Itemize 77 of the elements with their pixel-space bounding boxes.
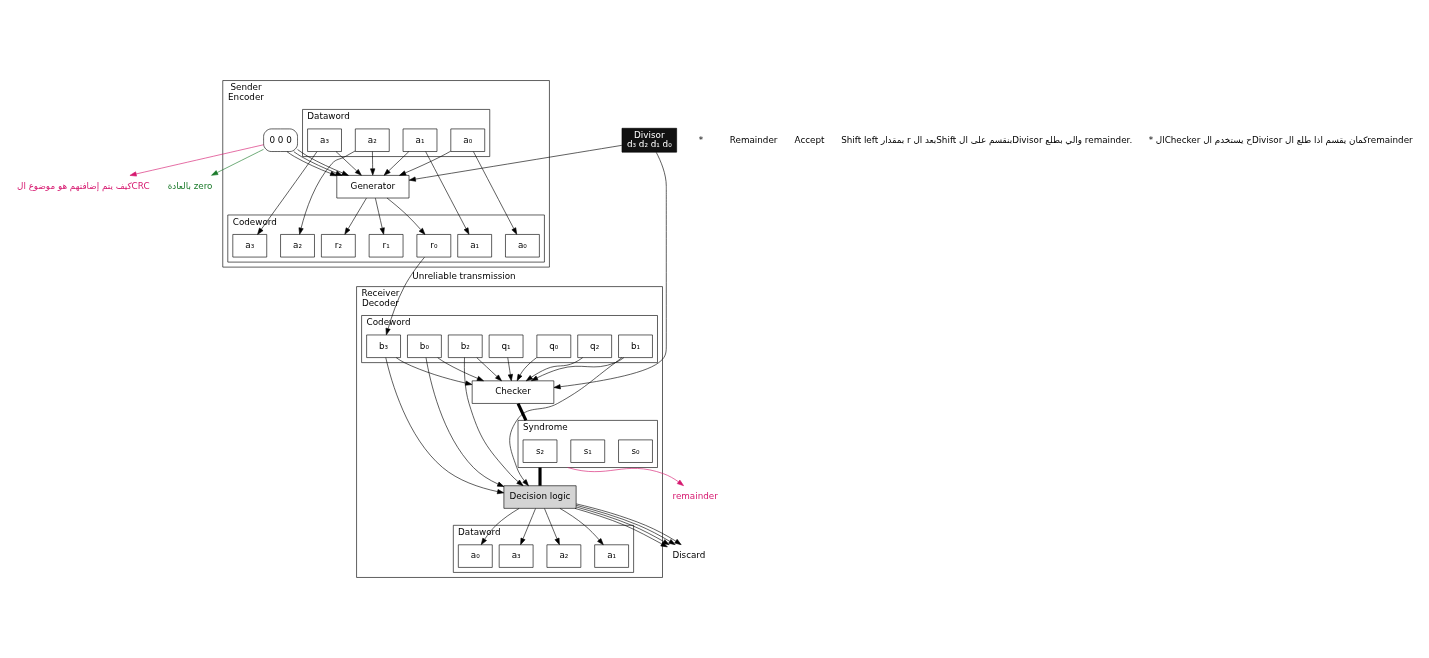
arrow (509, 357, 623, 487)
node-box: b₁ (618, 334, 653, 358)
arrow (544, 508, 560, 545)
node-text: بالعادة zero (167, 181, 213, 192)
arrow (257, 151, 318, 235)
node-box: r₁ (368, 234, 404, 258)
arrow (383, 151, 410, 176)
arrow (211, 149, 264, 176)
arrow (476, 357, 502, 382)
node-box: r₂ (321, 234, 356, 258)
connector (538, 467, 542, 486)
arrow (473, 151, 518, 235)
arrow (408, 145, 623, 182)
node-text: كيف يتم إضافتهم هو موضوع الCRC (17, 181, 150, 192)
node-box: b₀ (407, 334, 442, 358)
node-text: Discard (672, 550, 706, 561)
arrow (370, 151, 376, 176)
node-box: b₂ (447, 334, 483, 358)
arrow (129, 144, 264, 177)
node-box: a₀ (505, 234, 540, 258)
node-box: r₀ (416, 234, 452, 258)
arrow (386, 197, 426, 235)
label: * الChecker ح يستخدم الDivisor كمان يقسم اذا طلع الremainder (1148, 134, 1413, 145)
arrow (520, 508, 536, 545)
arrow (425, 151, 470, 235)
node-box: a₀ (458, 544, 493, 568)
arrow (385, 256, 425, 336)
edge-label: Unreliable transmission (412, 271, 516, 282)
label: Shift left بمقدار r بعد الShift بنقسم على الDivisor والي بطلع remainder. (841, 134, 1133, 145)
label: Remainder (729, 134, 778, 145)
node-box: s₂ (522, 439, 558, 463)
node-box: Divisor d₃ d₂ d₁ d₀ (621, 127, 677, 153)
node-box: a₁ (402, 128, 438, 152)
node-box: a₁ (594, 544, 629, 568)
arrow (507, 357, 513, 382)
arrow (375, 197, 385, 235)
arrow (531, 357, 625, 382)
arrow (286, 151, 337, 177)
node-box: Checker (471, 380, 555, 404)
node-box: q₀ (536, 334, 572, 358)
node-box: a₀ (450, 128, 486, 152)
connector (516, 402, 528, 422)
node-box: a₁ (457, 234, 492, 258)
arrow (464, 357, 524, 486)
node-box: q₂ (577, 334, 612, 358)
node-text: remainder (672, 491, 718, 502)
label: Accept (794, 134, 825, 145)
node-box: q₁ (488, 334, 524, 358)
node-box: a₃ (232, 234, 268, 258)
arrow (480, 508, 520, 545)
arrow (344, 197, 367, 235)
node-box: Generator (336, 175, 410, 199)
arrow (525, 357, 583, 382)
arrow (425, 357, 505, 487)
arrow (559, 508, 604, 546)
arrow (298, 150, 356, 235)
node-box: s₁ (570, 439, 606, 463)
arrow (437, 357, 484, 382)
node-box: s₀ (618, 439, 653, 463)
node-box: b₃ (366, 334, 401, 358)
arrow (567, 467, 684, 486)
node-box: a₃ (307, 128, 342, 152)
node-box: a₃ (498, 544, 534, 568)
node-box: Decision logic (503, 485, 577, 509)
arrow (335, 151, 362, 176)
arrow (297, 149, 349, 176)
arrow (395, 357, 473, 386)
arrow (399, 150, 452, 176)
arrow (516, 357, 538, 382)
arrow (553, 152, 667, 390)
node-box: a₂ (280, 234, 315, 258)
arrow (293, 151, 343, 176)
node-box: a₂ (546, 544, 582, 568)
node-box: 0 0 0 (263, 128, 298, 152)
arrow (385, 357, 505, 495)
node-box: a₂ (355, 128, 390, 152)
label: * (698, 134, 704, 145)
